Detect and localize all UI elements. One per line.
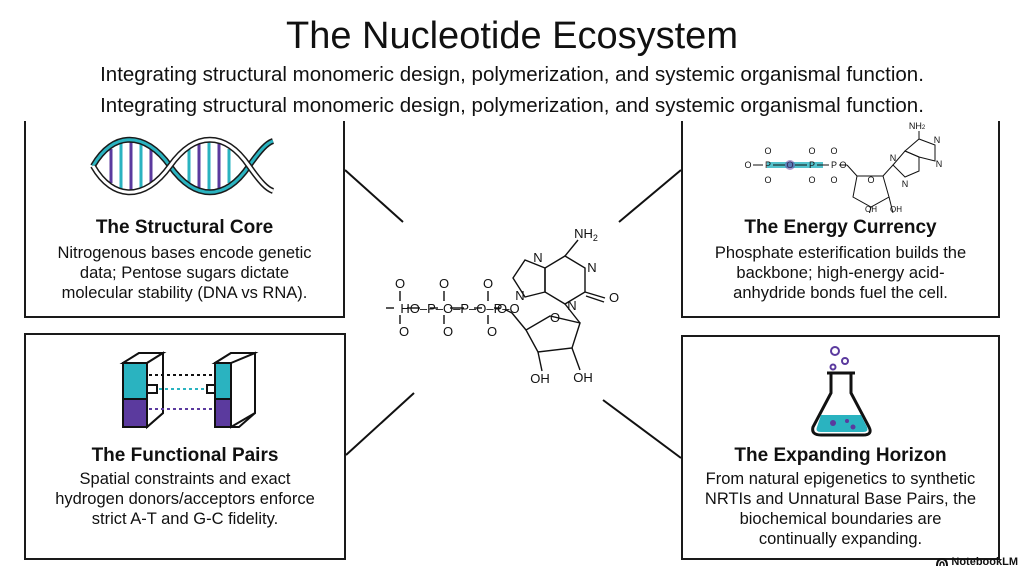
svg-text:N: N	[890, 153, 897, 163]
atp-molecule-icon: NH2 N N N N O O P O P P O O O O O O O OH…	[744, 121, 943, 213]
card-functional-pairs: The Functional Pairs Spatial constraints…	[24, 333, 346, 560]
svg-text:P: P	[809, 160, 815, 170]
notebooklm-badge: NotebookLM	[936, 556, 1018, 568]
svg-text:O: O	[839, 160, 846, 170]
card-body: Spatial constraints and exact hydrogen d…	[55, 470, 315, 528]
subtitle-line-2: Integrating structural monomeric design,…	[100, 94, 924, 117]
connector-bottom-right	[602, 399, 682, 459]
svg-text:N: N	[934, 135, 941, 145]
svg-text:NH2: NH2	[574, 226, 598, 243]
svg-text:N: N	[533, 250, 542, 265]
base-pair-blocks-icon	[119, 351, 259, 430]
svg-text:NH2: NH2	[909, 121, 926, 131]
svg-text:O: O	[439, 276, 449, 291]
svg-text:O: O	[609, 290, 619, 305]
svg-text:O: O	[487, 324, 497, 339]
card-structural-core: The Structural Core Nitrogenous bases en…	[24, 121, 345, 318]
card-body: Phosphate esterification builds the back…	[714, 244, 967, 302]
badge-label: NotebookLM	[951, 556, 1018, 568]
svg-text:N: N	[567, 298, 576, 313]
card-body: From natural epigenetics to synthetic NR…	[704, 470, 977, 548]
svg-text:OH: OH	[865, 205, 877, 213]
svg-text:O: O	[550, 310, 560, 325]
svg-text:O: O	[395, 276, 405, 291]
svg-text:N: N	[515, 288, 524, 303]
svg-text:OH: OH	[573, 370, 593, 385]
card-title: The Structural Core	[95, 217, 274, 238]
page-title: The Nucleotide Ecosystem	[286, 15, 738, 57]
svg-text:O: O	[764, 175, 771, 185]
notebooklm-logo-icon	[936, 557, 949, 567]
svg-text:O: O	[443, 324, 453, 339]
svg-text:N: N	[936, 159, 943, 169]
svg-text:N: N	[587, 260, 596, 275]
card-body: Nitrogenous bases encode genetic data; P…	[57, 244, 312, 302]
dna-helix-icon	[90, 136, 275, 196]
connector-top-left	[344, 169, 404, 223]
svg-text:P: P	[765, 160, 771, 170]
svg-text:O: O	[808, 146, 815, 156]
svg-text:N: N	[902, 179, 909, 189]
card-title: The Expanding Horizon	[734, 445, 947, 466]
svg-text:O: O	[744, 160, 751, 170]
svg-text:P: P	[831, 160, 837, 170]
svg-text:O: O	[808, 175, 815, 185]
svg-text:O: O	[867, 175, 874, 185]
svg-text:O: O	[399, 324, 409, 339]
center-nucleotide-structure: NH2 N N N N O O OH OH O O O O O O O HO–P…	[386, 226, 619, 386]
svg-text:O: O	[764, 146, 771, 156]
connector-bottom-left	[345, 392, 415, 456]
flask-icon	[811, 346, 872, 437]
subtitle-line-1: Integrating structural monomeric design,…	[100, 63, 924, 86]
card-title: The Energy Currency	[744, 217, 937, 238]
svg-text:O: O	[830, 146, 837, 156]
svg-text:OH: OH	[530, 371, 550, 386]
svg-text:O: O	[483, 276, 493, 291]
svg-text:O: O	[830, 175, 837, 185]
connector-top-right	[618, 169, 682, 223]
svg-text:HO–P–O–P–O–P–O: HO–P–O–P–O–P–O	[400, 301, 519, 316]
svg-text:OH: OH	[890, 205, 902, 213]
svg-text:O: O	[497, 301, 507, 316]
card-energy-currency: NH2 N N N N O O P O P P O O O O O O O OH…	[681, 121, 1000, 318]
card-expanding-horizon: The Expanding Horizon From natural epige…	[681, 335, 1000, 560]
card-title: The Functional Pairs	[91, 445, 279, 466]
